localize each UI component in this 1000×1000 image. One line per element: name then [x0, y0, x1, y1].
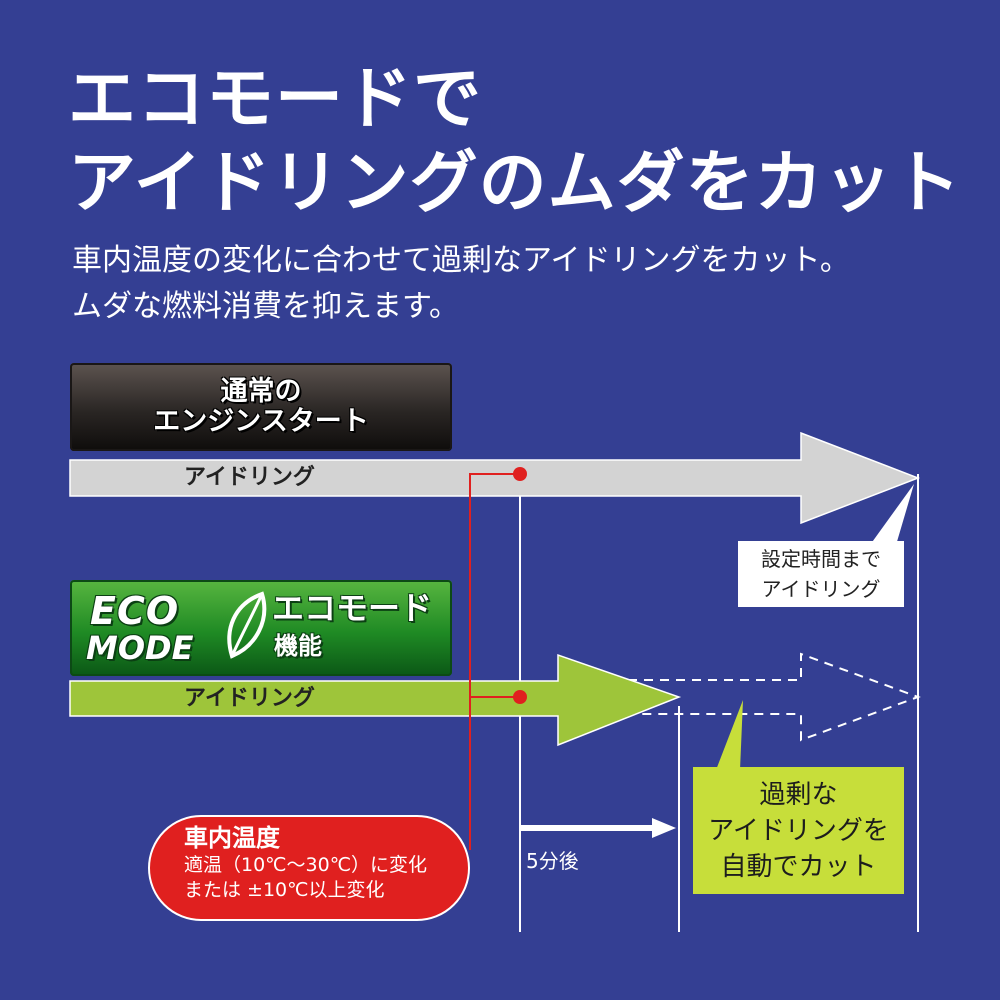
eco-logo-text: ECO	[90, 589, 180, 633]
subtext-line2: ムダな燃料消費を抑えます。	[72, 289, 459, 324]
eco-mode-subtitle: 機能	[274, 632, 322, 660]
mode-logo-text: MODE	[86, 629, 194, 667]
subtext-line1: 車内温度の変化に合わせて過剰なアイドリングをカット。	[72, 243, 850, 278]
normal-start-title-line1: 通常の	[220, 376, 302, 408]
eco-cut-callout: 過剰な アイドリングを 自動でカット	[693, 767, 904, 894]
eco-callout-line1: 過剰な	[759, 779, 838, 810]
eco-trigger-dot	[513, 690, 527, 704]
headline-line1: エコモードで	[68, 60, 483, 139]
normal-trigger-dot	[513, 467, 527, 481]
normal-start-banner: 通常の エンジンスタート	[70, 363, 452, 451]
five-minutes-later-label: 5分後	[526, 849, 579, 873]
leaf-icon	[227, 591, 267, 659]
normal-callout-line1: 設定時間まで	[761, 547, 881, 571]
eco-callout-pointer	[716, 700, 743, 770]
eco-callout-line3: 自動でカット	[720, 851, 877, 882]
eco-idling-arrow	[69, 653, 682, 747]
normal-idling-label: アイドリング	[184, 465, 315, 490]
headline-line2: アイドリングのムダをカット	[68, 144, 962, 223]
normal-idling-arrow	[69, 431, 921, 525]
normal-callout-pointer	[870, 484, 914, 545]
five-minute-arrow-head	[652, 818, 676, 838]
eco-mode-banner: ECO MODE エコモード 機能	[70, 580, 452, 676]
eco-mode-title: エコモード	[272, 589, 433, 627]
normal-idling-callout: 設定時間まで アイドリング	[738, 541, 904, 607]
eco-dashed-continuation-arrow	[627, 652, 921, 742]
temperature-trigger-connector	[469, 473, 520, 850]
normal-callout-line2: アイドリング	[761, 577, 881, 601]
cabin-temperature-condition-2: または ±10℃以上変化	[184, 879, 385, 901]
cabin-temperature-title: 車内温度	[184, 824, 280, 852]
cabin-temperature-box: 車内温度 適温（10℃〜30℃）に変化 または ±10℃以上変化	[148, 815, 470, 921]
cabin-temperature-condition-1: 適温（10℃〜30℃）に変化	[184, 854, 428, 876]
eco-callout-line2: アイドリングを	[708, 815, 889, 846]
eco-idling-label: アイドリング	[184, 686, 315, 711]
normal-start-title-line2: エンジンスタート	[153, 406, 369, 437]
